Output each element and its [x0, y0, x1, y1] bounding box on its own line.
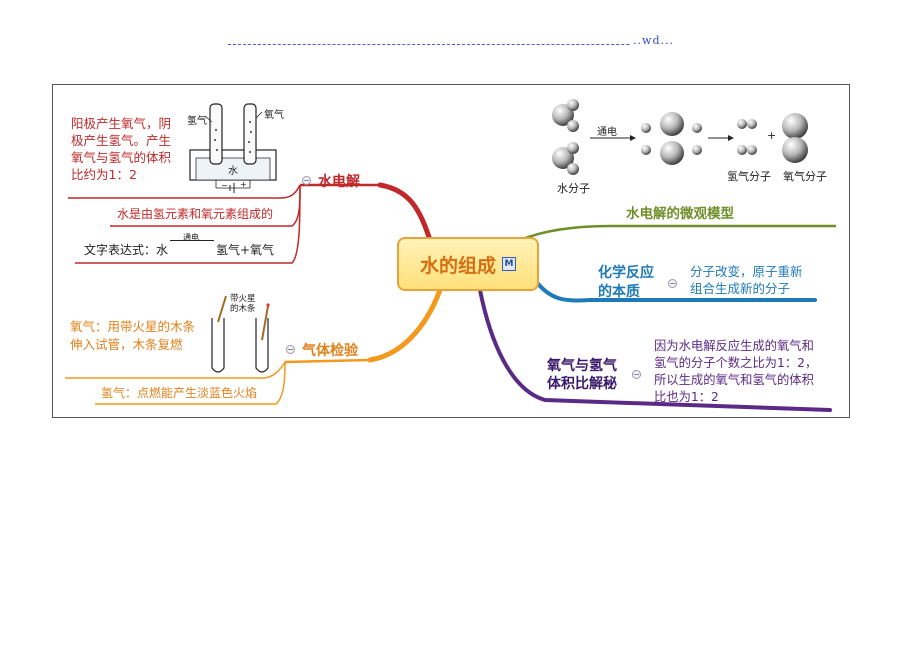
volume-ratio-desc: 因为水电解反应生成的氧气和氢气的分子个数之比为1：2，所以生成的氧气和氢气的体积…: [654, 339, 818, 404]
hydrogen-molecule-label: 氢气分子: [727, 170, 771, 183]
apparatus-h2-label: 氢气: [187, 116, 207, 127]
reaction-arrow-head: [630, 135, 636, 141]
collapse-toggle-volume[interactable]: −: [632, 370, 641, 379]
oxygen-molecule-model: [782, 113, 808, 163]
gas-test-hydrogen: 氢气：点燃能产生淡蓝色火焰: [101, 386, 258, 400]
electrolysis-conclusion: 水是由氢元素和氧元素组成的: [117, 207, 274, 221]
branch-connector-electrolysis: [377, 182, 433, 243]
oxygen-molecule-label: 氧气分子: [783, 170, 827, 183]
branch-label-reaction-essence[interactable]: 化学反应的本质: [598, 265, 654, 300]
branch-label-micro-model[interactable]: 水电解的微观模型: [626, 206, 734, 222]
central-topic[interactable]: 水的组成 M: [397, 237, 539, 291]
apparatus-o2-label: 氧气: [264, 110, 284, 121]
collapse-toggle-gas-test[interactable]: −: [286, 345, 295, 354]
sub-connector-electrolysis: [68, 184, 301, 199]
electrolysis-apparatus-illustration: [189, 103, 277, 193]
branch-label-electrolysis[interactable]: 水电解: [318, 174, 360, 190]
equation-arrow-label: 通电: [183, 233, 199, 242]
apparatus-minus-label: −: [221, 181, 228, 190]
electrolysis-note: 阳极产生氧气，阴极产生氢气。产生氧气与氢气的体积比约为1：2: [71, 116, 172, 182]
page-header: ..wd...: [228, 34, 674, 48]
map-badge-icon[interactable]: M: [502, 257, 516, 271]
header-text: ..wd...: [631, 34, 674, 47]
equation-prefix: 文字表达式：水: [84, 243, 169, 257]
equation-suffix: 氢气+氧气: [216, 243, 275, 257]
collapse-toggle-electrolysis[interactable]: −: [302, 176, 311, 185]
separated-atoms-model: [641, 112, 702, 165]
branch-connector-micro: [519, 224, 836, 242]
underline-gas-test: [284, 358, 371, 364]
header-dashed-rule: [228, 44, 674, 45]
water-molecule-label: 水分子: [557, 182, 590, 195]
product-arrow-head: [728, 135, 734, 141]
micro-arrow-label: 通电: [597, 127, 617, 138]
water-molecule-model: [552, 99, 579, 175]
central-topic-label: 水的组成: [419, 254, 496, 277]
sub-underline-oxygen: [65, 361, 286, 379]
branch-connector-reaction: [533, 278, 817, 303]
micro-plus-sign: +: [767, 129, 777, 142]
sub-underline-equation: [75, 184, 301, 264]
gas-test-tubes-illustration: [211, 295, 270, 373]
branch-label-volume-ratio[interactable]: 氧气与氢气体积比解秘: [547, 358, 617, 392]
branch-connector-gas-test: [367, 287, 443, 363]
branch-connector-volume: [478, 288, 832, 412]
equation-arrow: [170, 240, 214, 241]
collapse-toggle-reaction[interactable]: −: [668, 279, 677, 288]
gas-test-oxygen: 氧气：用带火星的木条伸入试管，木条复燃: [70, 319, 196, 352]
hydrogen-molecules-model: [737, 119, 757, 155]
sub-underline-hydrogen: [95, 361, 286, 405]
apparatus-water-label: 水: [228, 166, 238, 177]
branch-label-gas-test[interactable]: 气体检验: [302, 343, 358, 359]
mindmap-frame: [52, 84, 850, 418]
splint-label: 带火星的木条: [230, 294, 256, 314]
reaction-essence-desc: 分子改变，原子重新组合生成新的分子: [690, 264, 803, 296]
apparatus-plus-label: +: [240, 180, 247, 189]
